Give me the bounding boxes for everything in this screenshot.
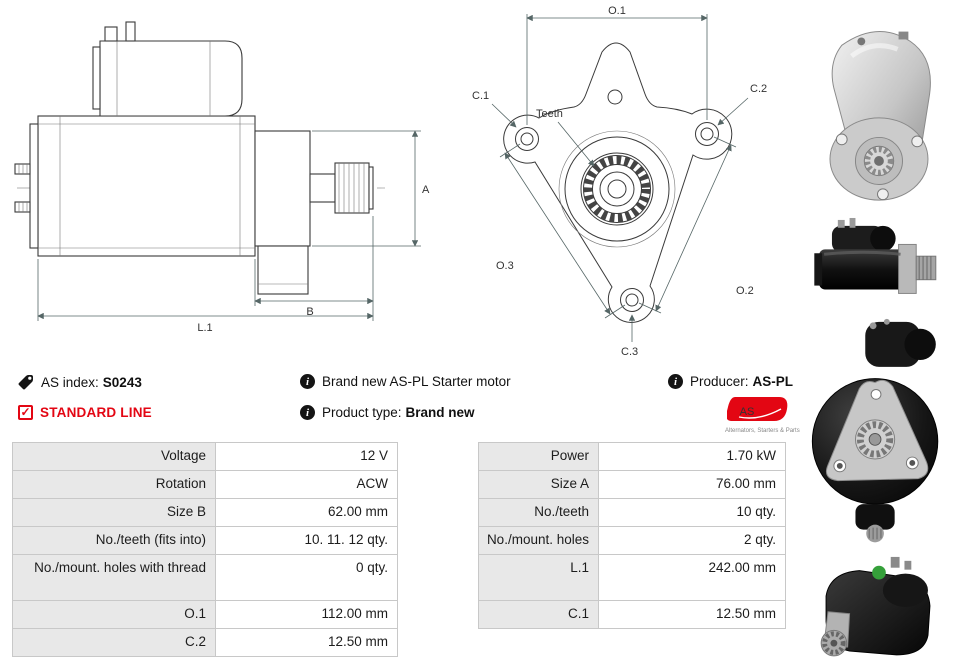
logo-subtext: Alternators, Starters & Parts [725, 428, 800, 434]
as-index-text: AS index:S0243 [41, 374, 142, 390]
spec-value: 242.00 mm [598, 554, 786, 601]
solenoid-terminal [125, 21, 136, 42]
dim-label-c2: C.2 [750, 83, 767, 95]
logo-text: AS [740, 406, 755, 418]
product-photos [797, 0, 959, 664]
dim-label-teeth: Teeth [536, 108, 563, 120]
dim-label-o2: O.2 [736, 285, 754, 297]
pinion-front-view [564, 136, 670, 242]
dome-hole [607, 89, 623, 105]
spec-value: 0 qty. [215, 554, 398, 601]
pinion-tip [368, 166, 374, 210]
producer-field: i Producer:AS-PL [668, 374, 793, 389]
product-photo-black-starter-angle [820, 557, 931, 657]
technical-drawing-front-view: O.1 C.1 C.2 Teeth O.3 O.2 C.3 [472, 5, 767, 358]
as-index-field: AS index:S0243 [18, 374, 142, 390]
solenoid [99, 40, 243, 117]
spec-label: Rotation [12, 470, 216, 499]
spec-label: L.1 [478, 554, 599, 601]
spec-label: No./teeth (fits into) [12, 526, 216, 555]
spec-value: 2 qty. [598, 526, 786, 555]
spec-value: 12 V [215, 442, 398, 471]
brand-new-field: i Brand new AS-PL Starter motor [300, 374, 511, 389]
as-pl-logo: AS Alternators, Starters & Parts [725, 396, 800, 434]
producer-value: AS-PL [752, 374, 794, 389]
as-pl-logo-badge: AS [726, 397, 788, 421]
spec-value: 1.70 kW [598, 442, 786, 471]
dim-label-c1: C.1 [472, 90, 489, 102]
mount-flange-outline [503, 42, 733, 323]
spec-label: C.1 [478, 600, 599, 629]
info-icon: i [300, 405, 315, 420]
spec-label: No./mount. holes [478, 526, 599, 555]
spec-value: 12.50 mm [215, 628, 398, 657]
spec-value: 112.00 mm [215, 600, 398, 629]
dim-label-a: A [422, 184, 430, 196]
motor-end-cap [29, 123, 39, 249]
product-photo-silver-starter [829, 31, 931, 201]
mount-hole-c1 [515, 127, 539, 151]
motor-body [37, 115, 256, 257]
spec-label: C.2 [12, 628, 216, 657]
terminal-bolt [14, 163, 31, 175]
technical-drawing-side-view: A B L.1 [14, 21, 430, 334]
info-icon: i [668, 374, 683, 389]
mount-hole-c2 [695, 122, 719, 146]
standard-line-text: STANDARD LINE [40, 405, 152, 420]
as-index-value: S0243 [102, 374, 142, 390]
checkbox-checked-icon: ✓ [18, 405, 33, 420]
spec-label: No./teeth [478, 498, 599, 527]
dim-label-c3: C.3 [621, 346, 638, 358]
spec-value: 10 qty. [598, 498, 786, 527]
product-photo-black-starter-side [814, 217, 937, 294]
spec-value: 76.00 mm [598, 470, 786, 499]
spec-value: 62.00 mm [215, 498, 398, 527]
product-type-value: Brand new [405, 405, 475, 420]
pinion-gear [334, 162, 370, 214]
spec-label: O.1 [12, 600, 216, 629]
drive-housing [254, 130, 311, 247]
solenoid-terminal [104, 26, 118, 42]
spec-value: ACW [215, 470, 398, 499]
standard-line-field: ✓ STANDARD LINE [18, 405, 152, 420]
spec-label: Voltage [12, 442, 216, 471]
spec-label: No./mount. holes with thread [12, 554, 216, 601]
producer-text: Producer:AS-PL [690, 374, 794, 389]
tag-icon [18, 375, 33, 390]
spec-value: 12.50 mm [598, 600, 786, 629]
shaft [309, 173, 336, 203]
product-type-field: i Product type:Brand new [300, 405, 475, 420]
dim-label-b: B [306, 306, 313, 318]
solenoid-cap [92, 46, 101, 110]
terminal-bolt [14, 201, 31, 213]
info-icon: i [300, 374, 315, 389]
dim-label-o1: O.1 [608, 5, 626, 17]
brand-new-text: Brand new AS-PL Starter motor [322, 374, 511, 389]
spec-label: Power [478, 442, 599, 471]
mount-hole-c3 [620, 288, 644, 312]
spec-row: No./teeth (fits into)10. 11. 12 qty. [12, 526, 398, 555]
dim-label-o3: O.3 [496, 260, 514, 272]
spec-label: Size B [12, 498, 216, 527]
spec-value: 10. 11. 12 qty. [215, 526, 398, 555]
dim-label-l1: L.1 [197, 322, 212, 334]
product-type-text: Product type:Brand new [322, 405, 475, 420]
mount-bracket [257, 245, 309, 295]
spec-label: Size A [478, 470, 599, 499]
product-photo-black-starter-front [811, 318, 939, 543]
